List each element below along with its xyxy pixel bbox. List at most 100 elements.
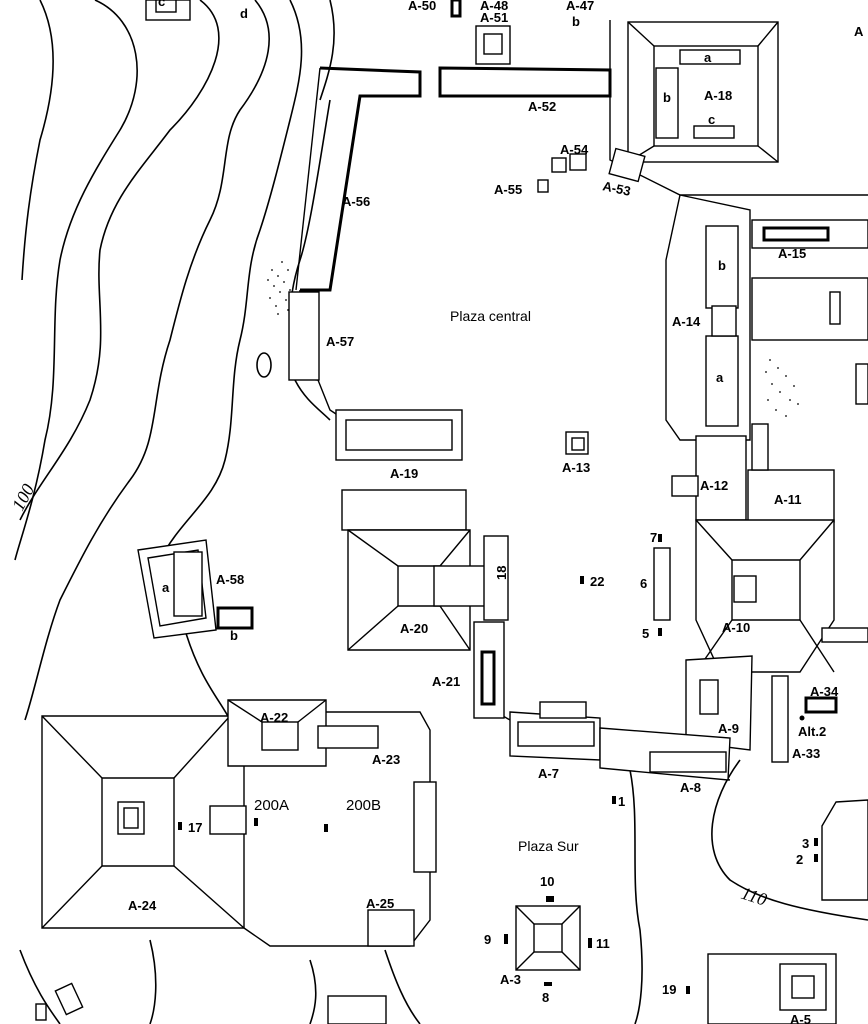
stela-2-marker (814, 854, 818, 862)
stela-7-marker (658, 534, 662, 542)
label-200b: 200B (346, 797, 381, 814)
structure-a53 (608, 147, 646, 183)
label-6: 6 (640, 576, 647, 591)
stela-11-marker (588, 938, 592, 948)
label-a18a: a (704, 50, 712, 65)
label-19: 19 (662, 982, 676, 997)
label-a18: A-18 (704, 88, 732, 103)
structure-a25 (367, 909, 415, 947)
label-8: 8 (542, 990, 549, 1005)
label-a3: A-3 (500, 972, 521, 987)
stela-row-6 (653, 547, 671, 621)
plaza-sur-label: Plaza Sur (518, 838, 579, 854)
label-a13: A-13 (562, 460, 590, 475)
structure-a7 (509, 701, 601, 761)
stela-22-marker (580, 576, 584, 584)
label-a7: A-7 (538, 766, 559, 781)
structure-a57 (288, 291, 320, 381)
label-a48: A-48 (480, 0, 508, 13)
contour-line (629, 769, 643, 1024)
structure-a14 (665, 194, 751, 441)
north-wall-a52 (438, 66, 612, 98)
label-top-left-d: d (240, 6, 248, 21)
label-3: 3 (802, 836, 809, 851)
label-a56: A-56 (342, 194, 370, 209)
contour-line (184, 629, 231, 721)
label-9: 9 (484, 932, 491, 947)
structure-east-small (855, 363, 868, 405)
label-a12: A-12 (700, 478, 728, 493)
label-alt2: Alt.2 (798, 724, 826, 739)
contour-line (19, 949, 61, 1024)
structure-a19 (335, 409, 463, 461)
label-a21: A-21 (432, 674, 460, 689)
label-a34: A-34 (810, 684, 839, 699)
structure-a21 (473, 621, 505, 719)
stela-5-marker (658, 628, 662, 636)
label-a18c: c (708, 112, 715, 127)
label-edge-a: A (854, 24, 864, 39)
label-a24: A-24 (128, 898, 157, 913)
structure-a34 (804, 696, 838, 714)
altar-2-marker (799, 715, 805, 721)
structure-a13 (565, 431, 589, 455)
label-200a: 200A (254, 797, 289, 814)
structure-bottom-center (327, 995, 387, 1024)
contour-line (159, 0, 303, 561)
label-a22: A-22 (260, 710, 288, 725)
label-a14a: a (716, 370, 724, 385)
structure-a9 (685, 655, 753, 751)
label-1: 1 (618, 794, 625, 809)
structure-a20 (341, 489, 487, 651)
stela-200b-marker (324, 824, 328, 832)
structure-a55 (537, 179, 549, 193)
structure-a51 (475, 25, 511, 65)
stela-3-marker (814, 838, 818, 846)
label-2: 2 (796, 852, 803, 867)
label-a54: A-54 (560, 142, 589, 157)
label-a23: A-23 (372, 752, 400, 767)
label-a10: A-10 (722, 620, 750, 635)
contour-line (14, 0, 138, 561)
contour-line (384, 949, 421, 1024)
label-a8: A-8 (680, 780, 701, 795)
structure-a58 (137, 539, 254, 639)
stela-10-marker (546, 896, 554, 902)
stipple-area (267, 261, 291, 315)
structure-a50 (450, 0, 462, 18)
structure-a23-east (413, 781, 437, 873)
label-a58a: a (162, 580, 170, 595)
contour-line (149, 939, 157, 1024)
structure-bottom-left (54, 982, 84, 1016)
contour-line (21, 0, 54, 281)
structure-a10-east-wing (821, 627, 868, 643)
label-a19: A-19 (390, 466, 418, 481)
label-a33: A-33 (792, 746, 820, 761)
west-wall-a56-inner (295, 67, 321, 291)
label-a52: A-52 (528, 99, 556, 114)
contour-knoll (256, 352, 272, 378)
label-a57: A-57 (326, 334, 354, 349)
structure-bottom-left-2 (35, 1003, 47, 1021)
structure-a24 (41, 715, 247, 929)
label-a58b: b (230, 628, 238, 643)
structure-a3 (515, 905, 581, 971)
label-a20: A-20 (400, 621, 428, 636)
stela-1-marker (612, 796, 616, 804)
structure-a11 (747, 423, 835, 523)
structure-a18 (627, 21, 779, 163)
contour-label-110: 110 (739, 883, 770, 910)
label-a53: A-53 (601, 178, 632, 199)
structure-a54 (551, 153, 587, 173)
structure-a15 (751, 219, 868, 249)
label-a5: A-5 (790, 1012, 811, 1024)
structure-a10 (695, 519, 835, 673)
contour-line (309, 959, 317, 1024)
label-top-left-c: c (158, 0, 165, 9)
label-7: 7 (650, 530, 657, 545)
stela-200a-marker (254, 818, 258, 826)
contour-line (711, 759, 868, 921)
label-a47b: b (572, 14, 580, 29)
label-22: 22 (590, 574, 604, 589)
